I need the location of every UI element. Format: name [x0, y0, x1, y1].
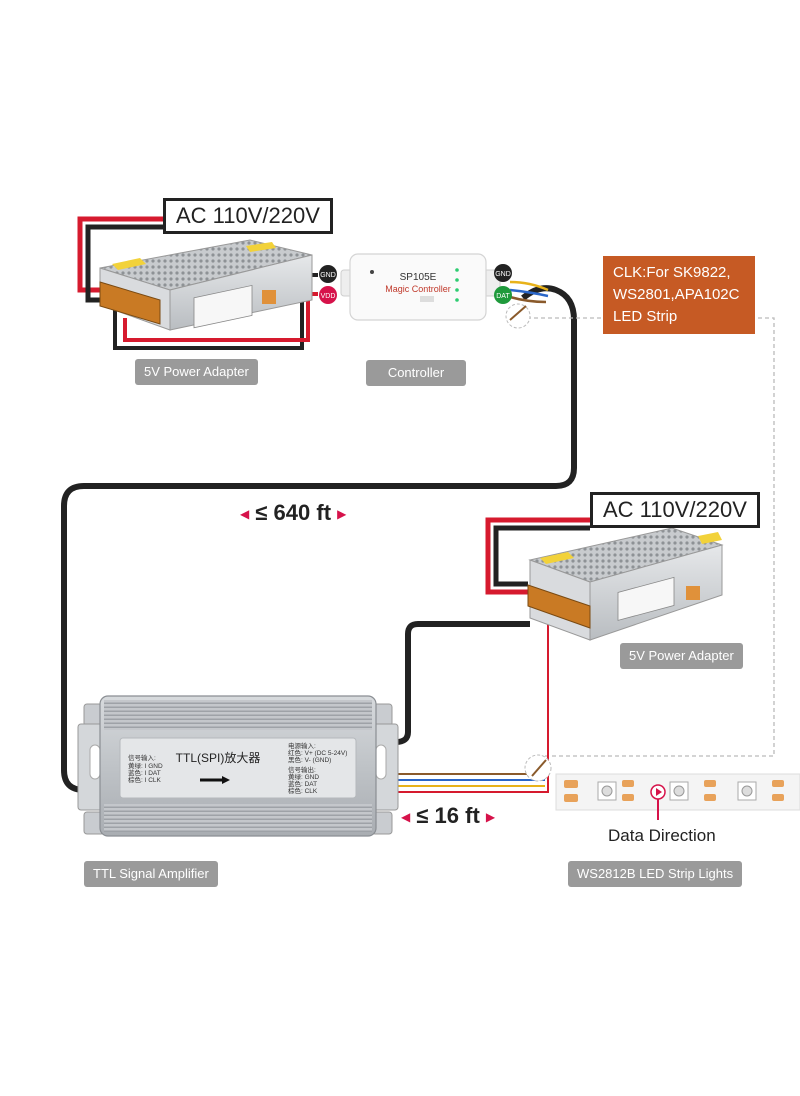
left-arrow-icon: ◀ [401, 810, 411, 825]
svg-text:GND: GND [320, 272, 336, 279]
top-power-supply [99, 239, 313, 331]
terminal-vdd [319, 286, 337, 304]
svg-text:TTL(SPI)放大器: TTL(SPI)放大器 [176, 750, 261, 765]
svg-text:蓝色: I DAT: 蓝色: I DAT [128, 768, 161, 777]
svg-text:红色: V+ (DC 5-24V): 红色: V+ (DC 5-24V) [288, 748, 347, 757]
clk-note: CLK:For SK9822, WS2801,APA102C LED Strip [603, 256, 755, 334]
bottom-power-supply [527, 527, 724, 641]
terminal-gnd-left [319, 265, 337, 283]
sp105e-controller: SP105E Magic Controller [340, 253, 501, 321]
power-adapter-tag-bottom: 5V Power Adapter [620, 643, 743, 669]
power-adapter-tag-top: 5V Power Adapter [135, 359, 258, 385]
right-arrow-icon: ▶ [485, 810, 496, 825]
svg-text:黄绿: GND: 黄绿: GND [288, 772, 319, 781]
ac-label-top: AC 110V/220V [163, 198, 333, 234]
svg-text:棕色: CLK: 棕色: CLK [288, 786, 318, 795]
led-segment-2 [669, 780, 716, 801]
svg-text:棕色: I CLK: 棕色: I CLK [128, 775, 162, 784]
data-direction-label: Data Direction [608, 826, 716, 845]
led-segment-1 [564, 780, 634, 802]
amplifier-tag: TTL Signal Amplifier [84, 861, 218, 887]
svg-text:GND: GND [495, 271, 511, 278]
bottom-wires [380, 517, 590, 793]
led-strip-tag: WS2812B LED Strip Lights [568, 861, 743, 887]
terminal-gnd-right [494, 264, 512, 282]
long-data-cable [61, 285, 577, 793]
svg-text:黑色: V- (GND): 黑色: V- (GND) [288, 755, 331, 764]
terminal-dat [494, 286, 512, 304]
led-segment-3 [737, 780, 784, 801]
ttl-amplifier [77, 695, 399, 837]
svg-text:Magic Controller: Magic Controller [385, 284, 451, 294]
svg-text:黄绿: I GND: 黄绿: I GND [128, 761, 163, 770]
zoom-circle-top [505, 303, 531, 329]
left-arrow-icon: ◀ [240, 507, 250, 522]
svg-text:信号输入:: 信号输入: [128, 753, 156, 762]
data-direction-arrow [656, 788, 662, 796]
svg-text:VDD: VDD [321, 293, 336, 300]
svg-text:信号输出:: 信号输出: [288, 765, 316, 774]
svg-text:DAT: DAT [496, 293, 510, 300]
svg-text:电源输入:: 电源输入: [288, 741, 316, 750]
ac-label-bottom: AC 110V/220V [590, 492, 760, 528]
svg-text:蓝色: DAT: 蓝色: DAT [288, 779, 317, 788]
controller-tag: Controller [366, 360, 466, 386]
svg-text:SP105E: SP105E [400, 272, 437, 283]
distance-short: ◀ ≤ 16 ft ▶ [401, 803, 496, 828]
right-arrow-icon: ▶ [337, 507, 347, 522]
led-strip [555, 773, 800, 820]
distance-long: ◀ ≤ 640 ft ▶ [240, 500, 347, 525]
